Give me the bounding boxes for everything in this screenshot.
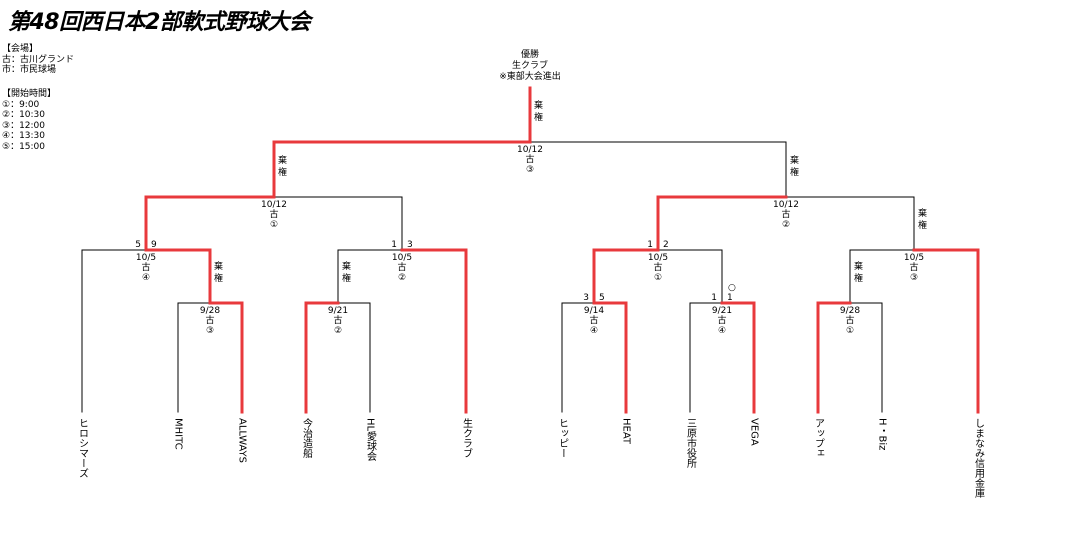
team-name: ヒロシマーズ — [77, 418, 89, 478]
winner-path-lines — [144, 86, 980, 414]
match-date: 9/28 — [840, 306, 860, 316]
match-slot: ③ — [910, 273, 918, 283]
tiebreak-mark: ○ — [728, 283, 736, 293]
score-right: 9 — [151, 240, 157, 250]
match-slot: ③ — [526, 165, 534, 175]
team-name: 三原市役所 — [685, 418, 697, 469]
bracket-lines — [81, 141, 915, 413]
team-name: 今治造船 — [301, 417, 313, 459]
start-time-legend: 【開始時間】 ①：9:00 ②：10:30 ③：12:00 ④：13:30 ⑤：… — [2, 89, 56, 152]
team-name: しまなみ信用金庫 — [973, 418, 985, 499]
forfeit-mark: 棄 — [534, 99, 543, 111]
match-date: 10/5 — [648, 253, 668, 263]
forfeit-mark: 権 — [854, 272, 863, 284]
team-name: HEAT — [621, 418, 632, 445]
team-name: MHITC — [173, 418, 184, 450]
venue-legend-header: 【会場】 — [2, 44, 39, 54]
start-time-legend-item: ②：10:30 — [2, 110, 46, 120]
forfeit-mark: 権 — [534, 111, 543, 123]
match-venue: 古 — [781, 208, 790, 220]
match-date: 9/21 — [328, 306, 348, 316]
match-slot: ③ — [206, 326, 214, 336]
match-date: 10/5 — [136, 253, 156, 263]
team-name: 生クラブ — [461, 417, 473, 458]
forfeit-mark: 棄 — [342, 260, 351, 272]
match-date: 10/12 — [261, 200, 287, 210]
start-time-legend-header: 【開始時間】 — [2, 89, 57, 99]
forfeit-mark: 棄 — [278, 154, 287, 166]
match-slot: ② — [334, 326, 342, 336]
venue-legend: 【会場】 古：古川グランド 市：市民球場 — [2, 44, 74, 76]
forfeit-mark: 棄 — [790, 154, 799, 166]
winner-title: 優勝 — [521, 48, 539, 60]
team-labels: ヒロシマーズ MHITC ALLWAYS 今治造船 HL愛球会 生クラブ ヒッピー HEAT 三… — [77, 417, 985, 499]
venue-legend-item: 市：市民球場 — [2, 65, 57, 75]
forfeit-mark: 棄 — [214, 260, 223, 272]
forfeit-mark: 権 — [790, 166, 799, 178]
match-venue: 古 — [205, 314, 214, 326]
forfeit-mark: 権 — [342, 272, 351, 284]
match-slot: ① — [654, 273, 662, 283]
forfeit-mark: 権 — [214, 272, 223, 284]
score-right: 3 — [407, 240, 413, 250]
match-venue: 古 — [525, 153, 534, 165]
winner-team: 生クラブ — [512, 59, 548, 71]
match-slot: ② — [398, 273, 406, 283]
team-name: アップェ — [813, 418, 824, 458]
match-venue: 古 — [141, 261, 150, 273]
match-venue: 古 — [333, 314, 342, 326]
match-date: 9/14 — [584, 306, 604, 316]
score-right: 1 — [727, 293, 733, 303]
match-venue: 古 — [397, 261, 406, 273]
match-slot: ④ — [590, 326, 598, 336]
start-time-legend-item: ③：12:00 — [2, 120, 46, 131]
page-title: 第48回西日本2部軟式野球大会 — [8, 10, 311, 35]
start-time-legend-item: ⑤：15:00 — [2, 141, 46, 152]
score-left: 5 — [135, 240, 141, 250]
venue-legend-item: 古：古川グランド — [2, 54, 75, 65]
match-date: 9/28 — [200, 306, 220, 316]
team-name: HL愛球会 — [365, 418, 377, 462]
match-venue: 古 — [909, 261, 918, 273]
match-venue: 古 — [717, 314, 726, 326]
score-right: 5 — [599, 293, 605, 303]
match-date: 9/21 — [712, 306, 732, 316]
forfeit-mark: 棄 — [854, 260, 863, 272]
match-slot: ④ — [142, 273, 150, 283]
match-date: 10/5 — [392, 253, 412, 263]
match-date: 10/12 — [517, 145, 543, 155]
score-right: 2 — [663, 240, 669, 250]
winner-note: ※東部大会進出 — [499, 70, 561, 82]
forfeit-mark: 棄 — [918, 207, 927, 219]
start-time-legend-item: ④：13:30 — [2, 131, 46, 141]
winner-label: 優勝 生クラブ ※東部大会進出 — [499, 48, 561, 82]
score-left: 1 — [391, 240, 397, 250]
team-name: ヒッピー — [557, 418, 568, 458]
match-slot: ① — [846, 326, 854, 336]
start-time-legend-item: ①：9:00 — [2, 99, 40, 110]
score-left: 1 — [711, 293, 717, 303]
score-left: 3 — [583, 293, 589, 303]
match-venue: 古 — [845, 314, 854, 326]
match-slot: ① — [270, 220, 278, 230]
match-date: 10/5 — [904, 253, 924, 263]
match-slot: ② — [782, 220, 790, 230]
team-name: ALLWAYS — [237, 418, 248, 463]
match-venue: 古 — [269, 208, 278, 220]
score-left: 1 — [647, 240, 653, 250]
team-name: H・Biz — [877, 418, 888, 450]
forfeit-mark: 権 — [278, 166, 287, 178]
team-name: VEGA — [749, 418, 760, 446]
match-date: 10/12 — [773, 200, 799, 210]
match-venue: 古 — [589, 314, 598, 326]
match-slot: ④ — [718, 326, 726, 336]
match-venue: 古 — [653, 261, 662, 273]
forfeit-mark: 権 — [918, 219, 927, 231]
